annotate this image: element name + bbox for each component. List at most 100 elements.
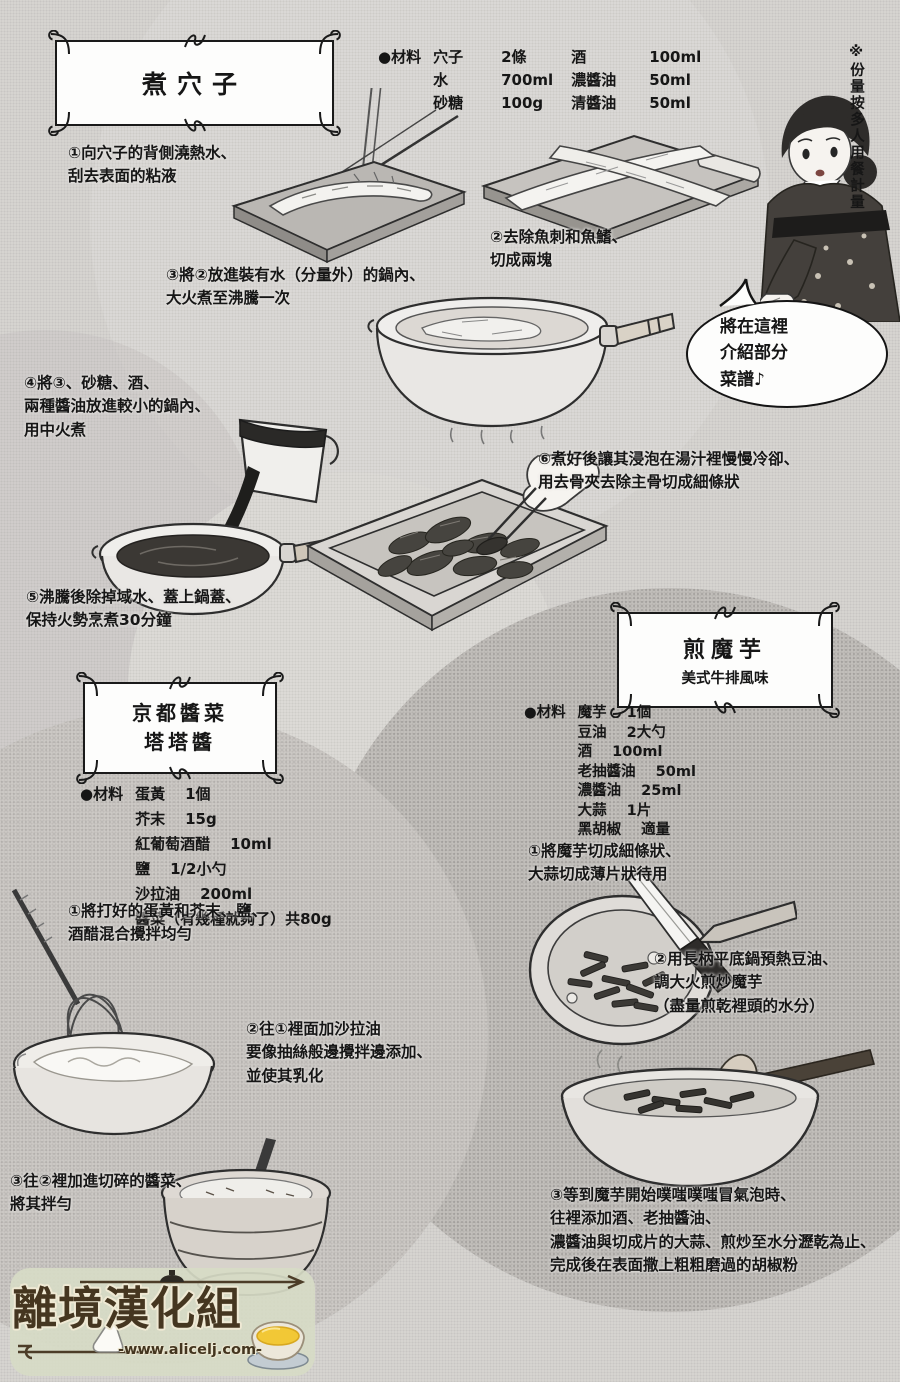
illustration-whisk-bowl xyxy=(11,888,216,1136)
ingredient-amount: 1個 xyxy=(626,705,652,721)
ingredient-row: 魔芋 1個 xyxy=(578,704,696,724)
ingredient-name: 穴子 xyxy=(433,48,464,66)
ingredient-row: 酒 100ml xyxy=(578,743,696,763)
ingredient-row: 濃醬油 50ml xyxy=(571,69,701,92)
speech-bubble-text: 將在這裡 介紹部分 菜譜♪ xyxy=(720,317,788,390)
illustration-konnyaku-wok xyxy=(560,1049,875,1188)
ingredient-amount: 700ml xyxy=(501,71,554,89)
frame-ornament-icon xyxy=(167,761,193,787)
frame-ornament-icon xyxy=(182,113,208,139)
frame-ornament-icon xyxy=(182,27,208,53)
materials-label: ●材料 xyxy=(80,785,124,803)
step-text: ③等到魔芋開始噗嗤噗嗤冒氣泡時、 往裡添加酒、老抽醬油、 濃醬油與切成片的大蒜、… xyxy=(550,1186,876,1274)
ingredient-amount: 1個 xyxy=(185,785,211,803)
step-text: ③往②裡加進切碎的醬菜、 將其拌勻 xyxy=(10,1172,192,1214)
step-text: ⑤沸騰後除掉域水、蓋上鍋蓋、 保持火勢烹煮30分鐘 xyxy=(26,588,241,630)
step-text: ④將③、砂糖、酒、 兩種醬油放進較小的鍋內、 用中火煮 xyxy=(24,374,211,439)
ingredient-amount: 10ml xyxy=(230,835,272,853)
scanlation-logo: 離境漢化組 -www.alicelj.com- xyxy=(10,1268,315,1376)
ingredient-name: 酒 xyxy=(571,48,587,66)
step-text: ⑥煮好後讓其浸泡在湯汁裡慢慢冷卻、 用去骨夾去除主骨切成細條狀 xyxy=(538,450,800,492)
frame-ornament-icon xyxy=(261,672,287,698)
logo-text: 離境漢化組 xyxy=(12,1282,243,1335)
step-text: ③將②放進裝有水（分量外）的鍋內、 大火煮至沸騰一次 xyxy=(166,266,425,308)
recipe-title: 煮穴子 xyxy=(141,70,247,99)
ingredient-name: 紅葡萄酒醋 xyxy=(135,835,211,853)
recipe-title-frame-konnyaku: 煎魔芋 美式牛排風味 xyxy=(610,602,840,718)
ingredient-name: 醬菜（有幾種就夠了）共80g xyxy=(135,910,332,928)
ingredient-amount: 25ml xyxy=(641,783,682,799)
frame-ornament-icon xyxy=(73,758,99,784)
ingredient-row: 豆油 2大勺 xyxy=(578,724,696,744)
ingredient-amount: 2大勺 xyxy=(626,724,666,741)
ingredient-row: 沙拉油 200ml xyxy=(135,882,332,907)
ingredient-row: 紅葡萄酒醋 10ml xyxy=(135,832,332,857)
frame-ornament-icon xyxy=(318,30,344,56)
recipe-title-frame-tartar: 京都醬菜 塔塔醬 xyxy=(76,672,284,784)
step-text: ①將打好的蛋黃和芥末、鹽、 酒醋混合攪拌均勻 xyxy=(68,902,268,944)
ingredient-name: 鹽 xyxy=(135,860,151,878)
ingredient-amount: 1片 xyxy=(626,802,652,819)
ingredient-row: 穴子 2條 xyxy=(433,46,553,69)
frame-ornament-icon xyxy=(712,695,738,721)
speech-bubble: 將在這裡 介紹部分 菜譜♪ xyxy=(686,278,888,408)
ingredient-amount: 100g xyxy=(501,94,544,112)
illustration-boiling-pot xyxy=(367,296,676,445)
ingredient-name: 魔芋 xyxy=(577,705,607,721)
illustration-eel-on-board xyxy=(231,88,467,264)
ingredient-row: 蛋黃 1個 xyxy=(135,782,332,807)
speech-bubble-tail xyxy=(719,278,757,307)
recipe-title: 京都醬菜 塔塔醬 xyxy=(132,701,228,754)
frame-ornament-icon xyxy=(817,602,843,628)
ingredient-name: 大蒜 xyxy=(577,802,607,819)
materials-label: ●材料 xyxy=(378,48,422,66)
step-text: ①向穴子的背側澆熱水、 刮去表面的粘液 xyxy=(68,144,237,186)
ingredient-name: 濃醬油 xyxy=(571,71,617,89)
ingredient-name: 酒 xyxy=(577,744,593,760)
frame-ornament-icon xyxy=(73,672,99,698)
illustration-konnyaku-pan xyxy=(528,868,797,1046)
ingredient-amount: 2條 xyxy=(501,48,527,66)
ingredient-amount: 200ml xyxy=(200,885,253,903)
ingredient-amount: 50ml xyxy=(649,94,691,112)
ingredient-name: 芥末 xyxy=(135,810,166,828)
frame-ornament-icon xyxy=(712,599,738,625)
character-kimono-woman xyxy=(760,95,900,322)
illustration-sauce-pour xyxy=(91,418,360,616)
step-text: ②去除魚刺和魚鰭、 切成兩塊 xyxy=(490,228,628,270)
ingredient-row: 醬菜（有幾種就夠了）共80g xyxy=(135,907,332,932)
ingredient-amount: 50ml xyxy=(655,763,696,780)
ingredient-name: 豆油 xyxy=(577,724,607,741)
materials-label: ●材料 xyxy=(524,705,566,721)
frame-ornament-icon xyxy=(45,30,71,56)
ingredient-row: 水 700ml xyxy=(433,69,553,92)
ingredient-name: 沙拉油 xyxy=(135,885,181,903)
ingredient-amount: 100ml xyxy=(612,744,663,760)
ingredient-name: 黑胡椒 xyxy=(577,822,622,838)
frame-ornament-icon xyxy=(45,110,71,136)
ingredient-amount: 100ml xyxy=(649,48,702,66)
logo-url: -www.alicelj.com- xyxy=(118,1342,263,1358)
frame-ornament-icon xyxy=(607,692,633,718)
ingredient-row: 鹽 1/2小勺 xyxy=(135,857,332,882)
ingredient-name: 蛋黃 xyxy=(135,785,166,803)
frame-ornament-icon xyxy=(261,758,287,784)
frame-ornament-icon xyxy=(817,692,843,718)
recipe-subtitle: 美式牛排風味 xyxy=(681,671,769,687)
step-text: ②用長柄平底鍋預熱豆油、 調大火煎炒魔芋 （盡量煎乾裡頭的水分） xyxy=(654,950,838,1015)
recipe-title: 煎魔芋 xyxy=(682,638,767,663)
step-text: ①將魔芋切成細條狀、 大蒜切成薄片狀待用 xyxy=(528,842,681,884)
ingredient-amount: 1/2小勺 xyxy=(170,860,227,878)
ingredient-name: 水 xyxy=(433,71,449,89)
ingredient-amount: 50ml xyxy=(649,71,691,89)
